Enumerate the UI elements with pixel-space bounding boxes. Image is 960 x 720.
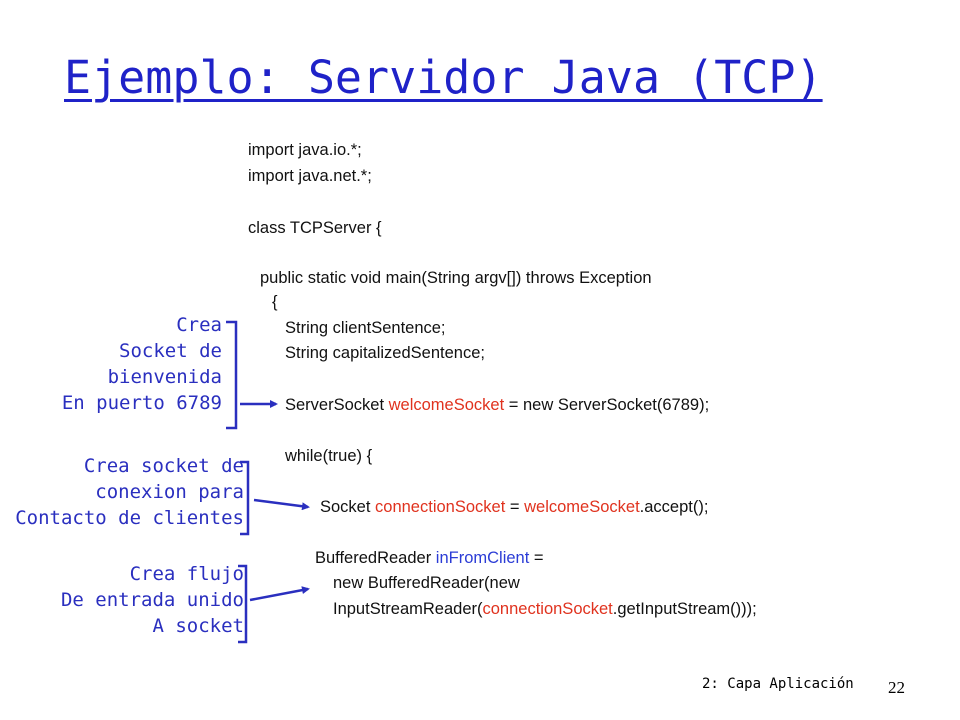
annotation-line: Crea bbox=[176, 314, 222, 336]
code-line: String clientSentence; bbox=[285, 319, 446, 337]
annotation-line: bienvenida bbox=[107, 366, 222, 388]
annotation-connection-socket: Crea socket de conexion para Contacto de… bbox=[15, 453, 244, 531]
annotation-line: Contacto de clientes bbox=[15, 507, 244, 529]
bracket-mark bbox=[238, 564, 248, 644]
annotation-line: En puerto 6789 bbox=[61, 392, 222, 414]
code-token: = bbox=[505, 498, 525, 516]
annotation-line: A socket bbox=[152, 615, 244, 637]
page-number: 22 bbox=[888, 678, 905, 697]
code-token-highlight: inFromClient bbox=[435, 549, 530, 567]
code-token: = new ServerSocket(6789); bbox=[504, 396, 710, 414]
code-line: import java.net.*; bbox=[248, 167, 372, 185]
code-token: .accept(); bbox=[639, 498, 709, 516]
code-token: BufferedReader bbox=[315, 549, 436, 567]
code-line: public static void main(String argv[]) t… bbox=[260, 269, 652, 287]
annotation-input-stream: Crea flujo De entrada unido A socket bbox=[61, 561, 244, 639]
code-line: String capitalizedSentence; bbox=[285, 344, 485, 362]
code-token-highlight: welcomeSocket bbox=[524, 498, 640, 516]
annotation-line: De entrada unido bbox=[60, 589, 244, 611]
code-token: InputStreamReader( bbox=[333, 600, 483, 618]
annotation-line: Crea socket de bbox=[83, 455, 244, 477]
footer-chapter: 2: Capa Aplicación bbox=[702, 676, 854, 692]
code-line: while(true) { bbox=[285, 447, 373, 465]
arrow-icon bbox=[253, 498, 310, 511]
code-line: { bbox=[272, 293, 278, 311]
annotation-welcome-socket: Crea Socket de bienvenida En puerto 6789 bbox=[62, 312, 222, 416]
bracket-mark bbox=[240, 460, 250, 536]
bracket-mark bbox=[226, 320, 238, 430]
code-line: Socket connectionSocket = welcomeSocket.… bbox=[320, 497, 708, 517]
code-line: InputStreamReader(connectionSocket.getIn… bbox=[333, 599, 757, 619]
code-token-highlight: connectionSocket bbox=[375, 498, 506, 516]
code-line: import java.io.*; bbox=[248, 141, 362, 159]
code-token: ServerSocket bbox=[285, 396, 389, 414]
code-token: Socket bbox=[320, 498, 376, 516]
code-token: .getInputStream())); bbox=[612, 600, 757, 618]
code-line: new BufferedReader(new bbox=[333, 574, 520, 592]
code-token-highlight: welcomeSocket bbox=[388, 396, 505, 414]
code-token: = bbox=[529, 549, 544, 567]
annotation-line: conexion para bbox=[95, 481, 244, 503]
annotation-line: Crea flujo bbox=[129, 563, 244, 585]
code-token-highlight: connectionSocket bbox=[482, 600, 613, 618]
arrow-icon bbox=[249, 586, 310, 602]
slide-title: Ejemplo: Servidor Java (TCP) bbox=[64, 51, 823, 104]
code-line: ServerSocket welcomeSocket = new ServerS… bbox=[285, 395, 709, 415]
annotation-line: Socket de bbox=[119, 340, 222, 362]
code-line: BufferedReader inFromClient = bbox=[315, 548, 544, 568]
code-line: class TCPServer { bbox=[248, 219, 382, 237]
